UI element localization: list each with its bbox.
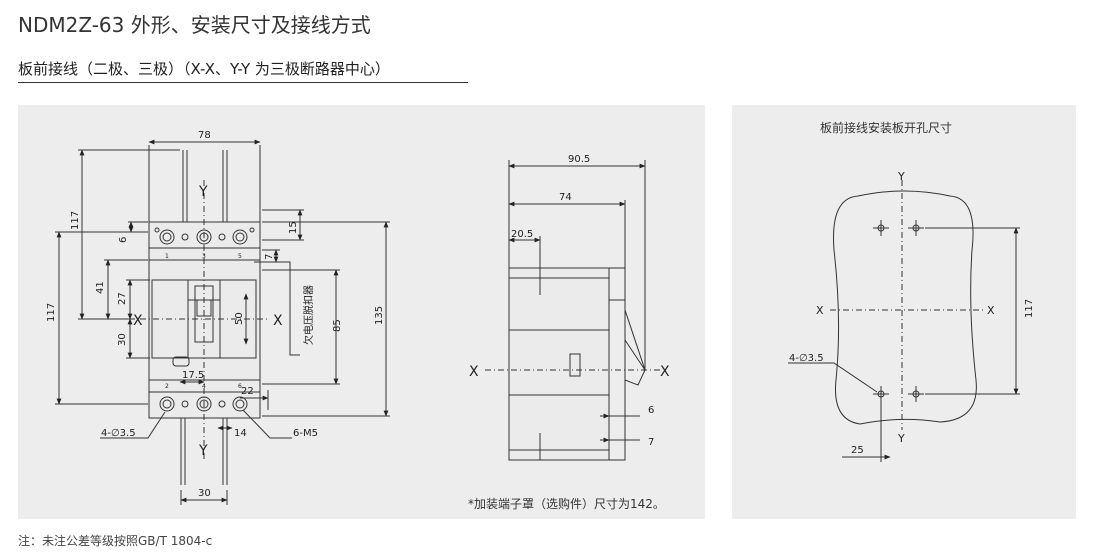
dim-78: 78 bbox=[198, 130, 211, 141]
dim-6-side: 6 bbox=[648, 405, 654, 416]
cutout-axis-y-bottom: Y bbox=[897, 432, 905, 445]
front-view bbox=[55, 139, 390, 505]
side-view-note: *加装端子罩（选购件）尺寸为142。 bbox=[468, 497, 665, 511]
dim-6: 6 bbox=[118, 237, 129, 243]
dim-74: 74 bbox=[559, 192, 572, 203]
axis-x-side-right: X bbox=[660, 364, 670, 380]
dim-41: 41 bbox=[95, 281, 106, 294]
dim-135: 135 bbox=[374, 306, 385, 325]
dim-50: 50 bbox=[234, 312, 245, 325]
dim-117-left: 117 bbox=[46, 303, 57, 322]
terminal-6: 6 bbox=[238, 383, 242, 390]
hole-label: 4-∅3.5 bbox=[101, 428, 136, 439]
dim-7-side: 7 bbox=[648, 437, 654, 448]
axis-x-right: X bbox=[273, 313, 283, 329]
dim-30-v: 30 bbox=[117, 333, 128, 346]
side-view bbox=[485, 160, 662, 461]
dim-22: 22 bbox=[241, 386, 254, 397]
dim-85: 85 bbox=[332, 319, 343, 332]
cutout-title: 板前接线安装板开孔尺寸 bbox=[820, 121, 953, 135]
cutout-axis-x-right: X bbox=[987, 304, 995, 317]
axis-x-left: X bbox=[133, 313, 143, 329]
terminal-1: 1 bbox=[165, 253, 169, 260]
page-title: NDM2Z-63 外形、安装尺寸及接线方式 bbox=[18, 13, 371, 37]
section-subtitle: 板前接线（二极、三极）（X-X、Y-Y 为三极断路器中心） bbox=[18, 60, 390, 78]
dim-90-5: 90.5 bbox=[568, 154, 590, 165]
axis-x-side-left: X bbox=[469, 364, 479, 380]
screw-label: 6-M5 bbox=[293, 428, 318, 439]
front-view-labels: 78 117 117 6 41 27 30 50 15 7 85 135 欠电压… bbox=[46, 130, 385, 499]
dim-117-cutout: 117 bbox=[1024, 299, 1035, 318]
release-label: 欠电压脱扣器 bbox=[302, 285, 315, 345]
dim-14: 14 bbox=[234, 428, 247, 439]
terminal-4: 4 bbox=[202, 383, 206, 390]
dim-7: 7 bbox=[264, 254, 275, 260]
cutout-drawing-panel bbox=[732, 105, 1076, 519]
dim-20-5: 20.5 bbox=[511, 229, 533, 240]
subtitle-underline bbox=[18, 82, 468, 83]
cutout-axis-x-left: X bbox=[816, 304, 824, 317]
cutout-hole-label: 4-∅3.5 bbox=[789, 353, 824, 364]
footnote: 注：未注公差等级按照GB/T 1804-c bbox=[18, 534, 213, 548]
dim-25: 25 bbox=[851, 445, 864, 456]
axis-y-bottom: Y bbox=[198, 443, 208, 459]
terminal-2: 2 bbox=[165, 383, 169, 390]
cutout-labels: 117 25 4-∅3.5 Y Y X X bbox=[789, 170, 1035, 456]
dim-27: 27 bbox=[117, 292, 128, 305]
cutout-axis-y-top: Y bbox=[897, 170, 905, 183]
terminal-5: 5 bbox=[238, 253, 242, 260]
cutout-view bbox=[788, 180, 1020, 462]
side-view-labels: 90.5 74 20.5 6 7 X X bbox=[469, 154, 670, 448]
dim-30-h: 30 bbox=[198, 488, 211, 499]
dim-17-5: 17.5 bbox=[182, 370, 204, 381]
axis-y-top: Y bbox=[198, 184, 208, 200]
dim-117-top: 117 bbox=[70, 211, 81, 230]
terminal-3: 3 bbox=[202, 253, 206, 260]
dim-15: 15 bbox=[288, 221, 299, 234]
